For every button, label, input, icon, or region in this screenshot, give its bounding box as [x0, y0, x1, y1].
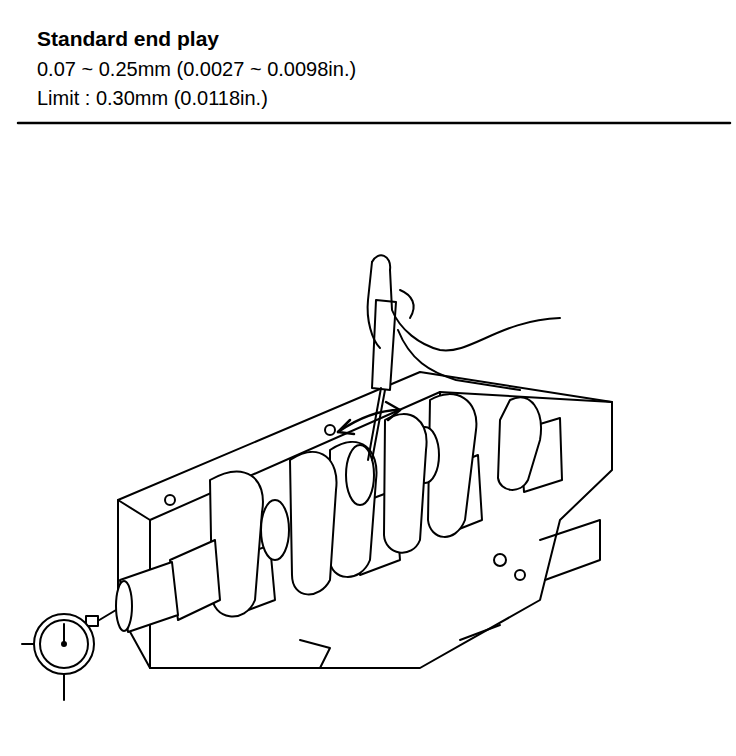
movement-arrow	[338, 402, 400, 434]
spec-heading: Standard end play	[37, 27, 219, 51]
crankshaft	[116, 394, 541, 632]
cylinder-block	[118, 372, 612, 668]
hand	[368, 255, 560, 390]
spec-value: 0.07 ~ 0.25mm (0.0027 ~ 0.0098in.)	[37, 57, 356, 81]
header-rule	[18, 122, 730, 125]
dial-indicator	[22, 610, 116, 700]
spec-value: Limit : 0.30mm (0.0118in.)	[37, 86, 268, 110]
screwdriver	[368, 300, 396, 460]
